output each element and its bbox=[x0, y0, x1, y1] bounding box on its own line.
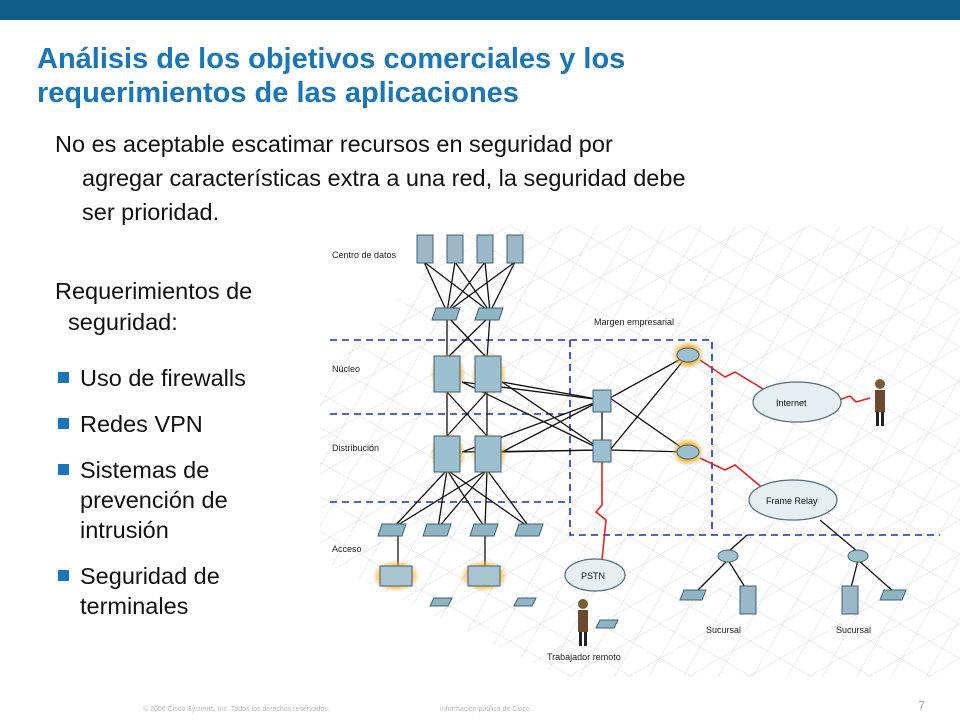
cloud-icon bbox=[752, 381, 842, 423]
switch-icon bbox=[469, 523, 499, 537]
bullet-text: Sistemas de bbox=[80, 457, 210, 483]
label-branch-1: Sucursal bbox=[706, 625, 741, 635]
frame-relay-label: Frame Relay bbox=[766, 496, 818, 506]
internet-cloud: Internet bbox=[752, 381, 842, 423]
title-line-2: requerimientos de las aplicaciones bbox=[37, 77, 519, 109]
access-switches bbox=[377, 523, 544, 537]
remote-user bbox=[875, 379, 885, 426]
intro-paragraph: No es aceptable escatimar recursos en se… bbox=[55, 127, 915, 229]
network-diagram: Internet Frame Relay PSTN Centro de dato… bbox=[320, 226, 960, 677]
server-icon bbox=[739, 585, 757, 615]
server-icon bbox=[476, 234, 494, 264]
internet-label: Internet bbox=[776, 398, 807, 408]
bullet-ips: Sistemas de prevención de intrusión bbox=[55, 455, 246, 545]
bullet-firewalls: Uso de firewalls bbox=[55, 363, 246, 393]
edge-devices bbox=[592, 341, 704, 466]
server-icon bbox=[506, 234, 524, 264]
ip-phone-icon bbox=[513, 597, 537, 607]
multilayer-switch-icon bbox=[433, 355, 461, 393]
bullet-endpoint-security: Seguridad de terminales bbox=[55, 561, 246, 621]
switch-icon bbox=[377, 523, 407, 537]
cloud-icon bbox=[748, 479, 838, 521]
multilayer-switch-icon bbox=[433, 435, 461, 473]
vpn-concentrator-icon bbox=[592, 439, 612, 463]
router-icon bbox=[676, 347, 700, 363]
switch-icon bbox=[514, 523, 544, 537]
distribution-switches bbox=[430, 432, 507, 476]
bullet-text: terminales bbox=[80, 593, 189, 619]
bullet-text: intrusión bbox=[80, 517, 169, 543]
requirements-heading: Requerimientos de seguridad: bbox=[55, 276, 252, 338]
label-data-center: Centro de datos bbox=[332, 250, 397, 260]
data-center-servers bbox=[416, 234, 524, 264]
bullet-text: Redes VPN bbox=[80, 411, 203, 437]
footer-copyright: © 2006 Cisco Systems, Inc. Todos los der… bbox=[143, 706, 330, 713]
server-icon bbox=[446, 234, 464, 264]
label-enterprise-edge: Margen empresarial bbox=[594, 317, 674, 327]
pstn-cloud: PSTN bbox=[564, 558, 626, 592]
background-grid bbox=[320, 226, 960, 677]
switch-icon bbox=[679, 589, 707, 601]
bullet-text: Seguridad de bbox=[80, 563, 220, 589]
cloud-icon bbox=[564, 558, 626, 592]
page-number: 7 bbox=[918, 698, 926, 713]
data-center-switches bbox=[431, 307, 504, 321]
dashed-boundaries bbox=[330, 339, 940, 536]
workstations bbox=[372, 560, 537, 607]
paragraph-line-1: No es aceptable escatimar recursos en se… bbox=[55, 131, 613, 157]
router-icon bbox=[847, 549, 869, 563]
security-requirements-list: Uso de firewalls Redes VPN Sistemas de p… bbox=[55, 363, 246, 621]
server-icon bbox=[416, 234, 434, 264]
pc-group-icon bbox=[379, 565, 413, 587]
title-line-1: Análisis de los objetivos comerciales y … bbox=[37, 43, 626, 75]
top-bar bbox=[0, 0, 960, 20]
bullet-vpn: Redes VPN bbox=[55, 409, 246, 439]
multilayer-switch-icon bbox=[474, 355, 502, 393]
slide-title: Análisis de los objetivos comerciales y … bbox=[37, 42, 917, 110]
wan-links bbox=[594, 359, 871, 561]
switch-icon bbox=[431, 307, 461, 321]
footer-classification: Información pública de Cisco bbox=[440, 706, 530, 713]
bullet-text: Uso de firewalls bbox=[80, 365, 246, 391]
ip-phone-icon bbox=[429, 597, 453, 607]
frame-relay-cloud: Frame Relay bbox=[748, 479, 838, 521]
firewall-icon bbox=[592, 389, 612, 413]
phone-icon bbox=[595, 619, 619, 629]
label-core: Núcleo bbox=[332, 364, 360, 374]
label-distribution: Distribución bbox=[332, 443, 379, 453]
paragraph-line-3: ser prioridad. bbox=[82, 199, 220, 225]
person-icon bbox=[578, 599, 588, 609]
bullet-text: prevención de bbox=[80, 487, 228, 513]
switch-icon bbox=[879, 589, 907, 601]
server-icon bbox=[841, 585, 859, 615]
switch-icon bbox=[474, 307, 504, 321]
requirements-line-2: seguridad: bbox=[68, 309, 178, 335]
pstn-label: PSTN bbox=[581, 571, 605, 581]
label-remote-worker: Trabajador remoto bbox=[547, 652, 621, 662]
pc-group-icon bbox=[467, 565, 501, 587]
core-switches bbox=[430, 352, 507, 396]
router-icon bbox=[676, 444, 700, 460]
requirements-line-1: Requerimientos de bbox=[55, 278, 253, 304]
router-icon bbox=[717, 549, 739, 563]
remote-worker bbox=[578, 599, 619, 646]
switch-icon bbox=[422, 523, 452, 537]
paragraph-line-2: agregar características extra a una red,… bbox=[82, 165, 686, 191]
branch-sites bbox=[679, 549, 907, 615]
label-access: Acceso bbox=[332, 544, 362, 554]
person-icon bbox=[875, 379, 885, 389]
multilayer-switch-icon bbox=[474, 435, 502, 473]
label-branch-2: Sucursal bbox=[836, 625, 871, 635]
